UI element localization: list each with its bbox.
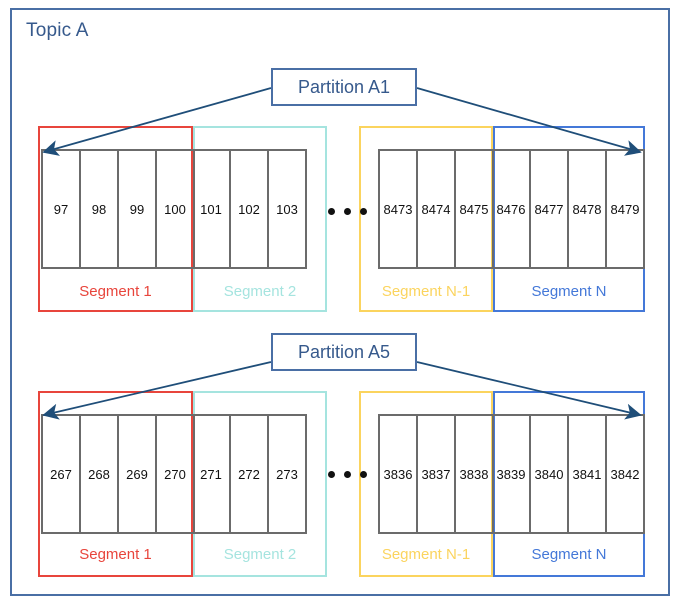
cell-row-a1-sn1: 8473 8474 8475 — [378, 149, 494, 269]
cell: 3839 — [493, 416, 531, 532]
cell: 8477 — [531, 151, 569, 267]
cell: 97 — [43, 151, 81, 267]
cell-row-a1-sn: 8476 8477 8478 8479 — [493, 149, 645, 269]
segment-label-a5-sn: Segment N — [531, 546, 607, 563]
ellipsis-a1 — [328, 208, 367, 215]
cell: 99 — [119, 151, 157, 267]
cell-row-a5-s1: 267 268 269 270 — [41, 414, 195, 534]
cell: 8478 — [569, 151, 607, 267]
cell: 8475 — [456, 151, 494, 267]
cell: 3836 — [380, 416, 418, 532]
segment-label-a1-sn: Segment N — [531, 283, 607, 300]
cell-row-a1-s2: 101 102 103 — [193, 149, 307, 269]
cell: 3837 — [418, 416, 456, 532]
cell: 8474 — [418, 151, 456, 267]
cell: 3838 — [456, 416, 494, 532]
cell: 3842 — [607, 416, 645, 532]
cell-row-a1-s1: 97 98 99 100 — [41, 149, 195, 269]
segment-label-a1-sn1: Segment N-1 — [381, 283, 471, 300]
cell: 272 — [231, 416, 269, 532]
ellipsis-dot — [328, 208, 335, 215]
cell-row-a5-s2: 271 272 273 — [193, 414, 307, 534]
partition-label-a1[interactable]: Partition A1 — [271, 68, 417, 106]
topic-title: Topic A — [26, 20, 89, 41]
segment-label-a5-s1: Segment 1 — [79, 546, 152, 563]
segment-label-a1-s1: Segment 1 — [79, 283, 152, 300]
cell: 8479 — [607, 151, 645, 267]
ellipsis-a5 — [328, 471, 367, 478]
cell: 100 — [157, 151, 195, 267]
cell: 98 — [81, 151, 119, 267]
cell: 3841 — [569, 416, 607, 532]
cell: 8476 — [493, 151, 531, 267]
cell: 103 — [269, 151, 307, 267]
cell: 273 — [269, 416, 307, 532]
segment-label-a5-sn1: Segment N-1 — [381, 546, 471, 563]
cell: 270 — [157, 416, 195, 532]
cell: 8473 — [380, 151, 418, 267]
ellipsis-dot — [328, 471, 335, 478]
partition-label-a5[interactable]: Partition A5 — [271, 333, 417, 371]
cell: 102 — [231, 151, 269, 267]
segment-label-a5-s2: Segment 2 — [223, 546, 297, 563]
cell-row-a5-sn1: 3836 3837 3838 — [378, 414, 494, 534]
cell-row-a5-sn: 3839 3840 3841 3842 — [493, 414, 645, 534]
cell: 268 — [81, 416, 119, 532]
topic-frame — [10, 8, 670, 596]
cell: 101 — [193, 151, 231, 267]
ellipsis-dot — [344, 471, 351, 478]
ellipsis-dot — [360, 208, 367, 215]
cell: 269 — [119, 416, 157, 532]
segment-label-a1-s2: Segment 2 — [223, 283, 297, 300]
cell: 3840 — [531, 416, 569, 532]
cell: 271 — [193, 416, 231, 532]
ellipsis-dot — [344, 208, 351, 215]
ellipsis-dot — [360, 471, 367, 478]
cell: 267 — [43, 416, 81, 532]
